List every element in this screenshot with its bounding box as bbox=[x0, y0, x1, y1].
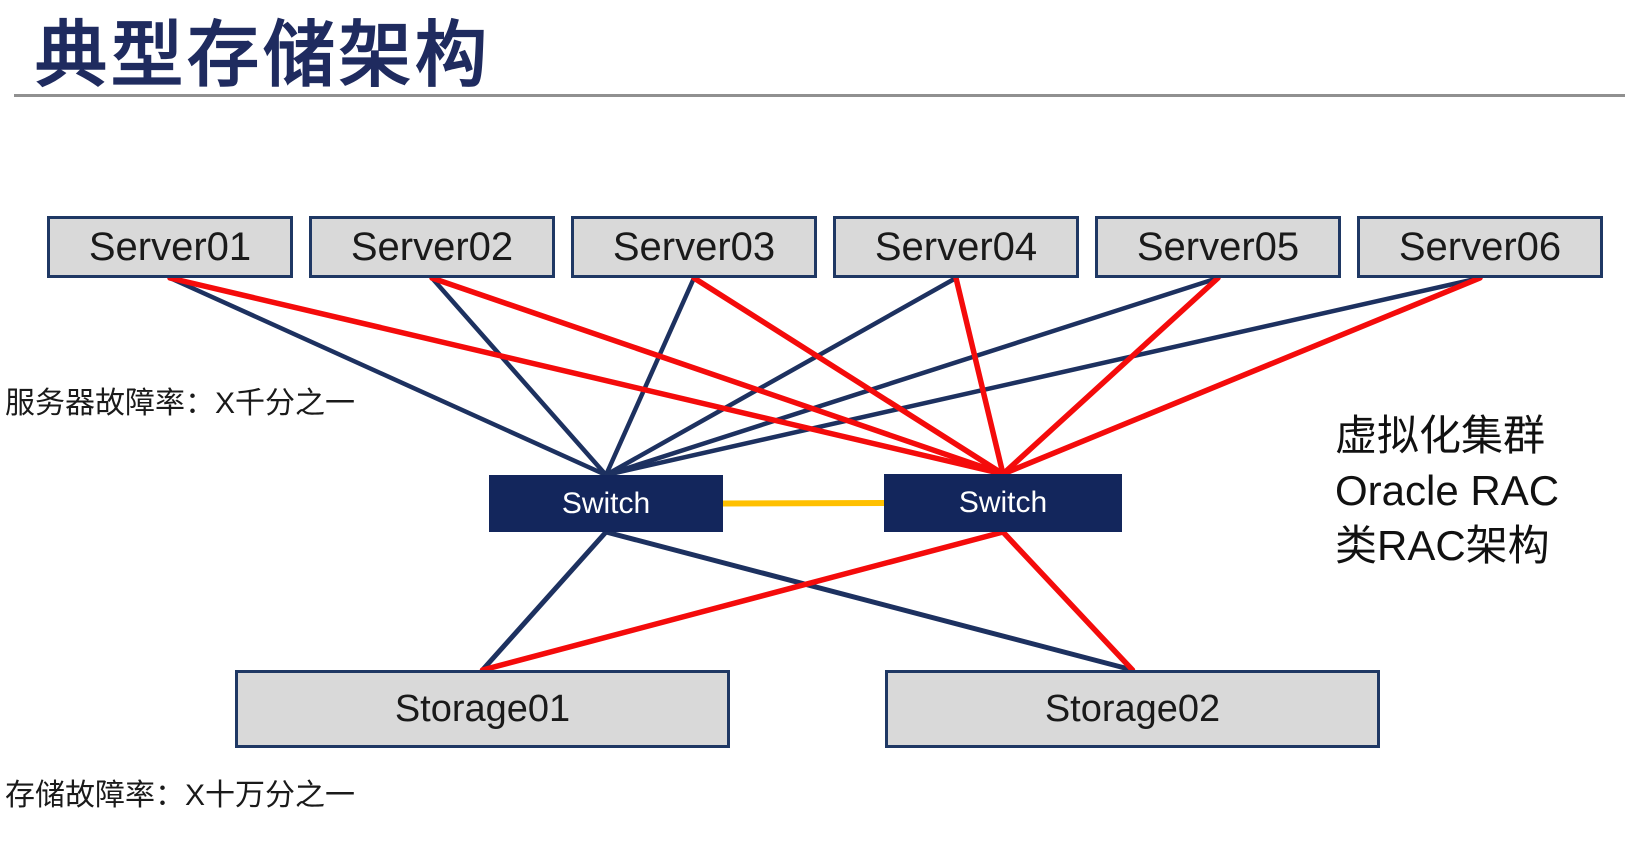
edge-switch2-storage01 bbox=[479, 529, 1006, 673]
node-switch1: Switch bbox=[489, 475, 723, 532]
node-switch2: Switch bbox=[884, 474, 1122, 532]
cluster-architecture-note: 虚拟化集群 Oracle RAC 类RAC架构 bbox=[1335, 408, 1559, 573]
storage-failure-rate-label: 存储故障率：X十万分之一 bbox=[5, 779, 356, 812]
edge-switch1-switch2 bbox=[720, 500, 887, 507]
server02-label: Server02 bbox=[350, 224, 514, 269]
switch2-label: Switch bbox=[958, 486, 1048, 519]
node-server06: Server06 bbox=[1357, 216, 1603, 278]
node-server05: Server05 bbox=[1095, 216, 1341, 278]
edge-server06-switch1 bbox=[603, 275, 1483, 478]
node-server02: Server02 bbox=[309, 216, 555, 278]
edge-server03-switch2 bbox=[691, 275, 1006, 477]
storage02-label: Storage02 bbox=[1044, 687, 1221, 730]
server06-label: Server06 bbox=[1398, 224, 1562, 269]
node-server01: Server01 bbox=[47, 216, 293, 278]
edge-server02-switch2 bbox=[429, 275, 1006, 477]
server01-label: Server01 bbox=[88, 224, 252, 269]
node-server03: Server03 bbox=[571, 216, 817, 278]
server-failure-rate-label: 服务器故障率：X千分之一 bbox=[5, 387, 356, 420]
edge-server02-switch1 bbox=[429, 275, 609, 478]
edge-server06-switch2 bbox=[1000, 275, 1483, 477]
switch1-label: Switch bbox=[561, 486, 651, 520]
edge-switch2-storage02 bbox=[1000, 529, 1136, 673]
edge-server05-switch2 bbox=[1000, 275, 1221, 477]
node-server04: Server04 bbox=[833, 216, 1079, 278]
server05-label: Server05 bbox=[1136, 224, 1300, 269]
edge-switch1-storage02 bbox=[603, 529, 1135, 673]
edge-server04-switch2 bbox=[953, 275, 1006, 477]
storage01-label: Storage01 bbox=[394, 687, 571, 730]
edge-server05-switch1 bbox=[603, 275, 1221, 478]
edge-server04-switch1 bbox=[603, 275, 959, 478]
node-storage01: Storage01 bbox=[235, 670, 730, 748]
cluster-note-line-3: 类RAC架构 bbox=[1335, 522, 1550, 569]
server04-label: Server04 bbox=[874, 224, 1038, 269]
cluster-note-line-2: Oracle RAC bbox=[1335, 467, 1560, 514]
page-title: 典型存储架构 bbox=[35, 16, 492, 96]
server03-label: Server03 bbox=[612, 224, 776, 269]
edge-server01-switch1 bbox=[167, 275, 609, 478]
edge-switch1-storage01 bbox=[480, 529, 609, 673]
node-storage02: Storage02 bbox=[885, 670, 1380, 748]
cluster-note-line-1: 虚拟化集群 bbox=[1335, 412, 1546, 459]
edge-server03-switch1 bbox=[603, 275, 697, 478]
edge-server01-switch2 bbox=[167, 275, 1006, 477]
title-divider bbox=[14, 94, 1625, 97]
